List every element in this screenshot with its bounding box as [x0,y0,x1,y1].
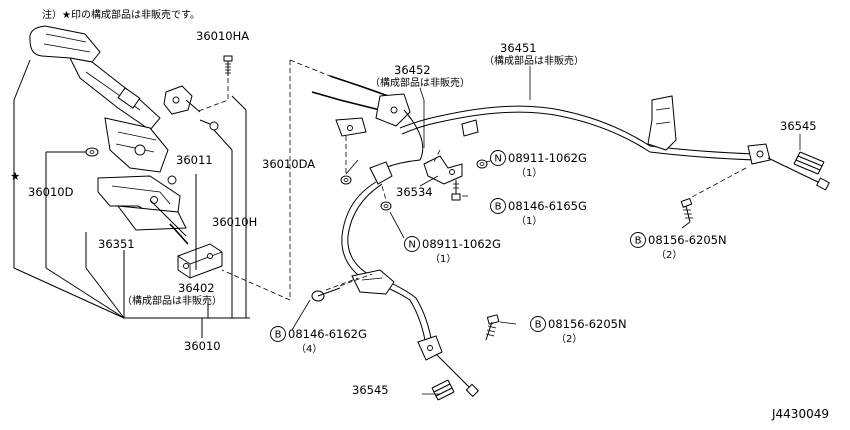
callout-b4-qty: （4） [296,343,322,355]
bracket-36534-leader-dash [433,149,441,163]
envelope-dash-top [289,59,331,77]
callout-b1-letter: B [495,202,502,213]
callout-b2-letter: B [635,236,642,247]
callout-b1-part: 08146-6165G [508,199,587,213]
callout-b2: B 08156-6205N （2） [630,232,727,261]
label-36402: 36402 [178,281,215,295]
nut-08911-lower [380,201,392,211]
callout-n1-qty: （1） [516,167,542,179]
label-leaders [291,66,801,395]
label-36010d: 36010D [28,185,74,199]
label-36451-sub: （構成部品は非販売） [484,54,584,67]
label-36452: 36452 [394,63,431,77]
callout-b3: B 08156-6205N （2） [530,316,627,345]
non-sale-note: 注）★印の構成部品は非販売です。 [42,8,200,21]
hand-brake-lever [29,25,189,245]
callout-n2-part: 08911-1062G [422,237,501,251]
label-36545-top: 36545 [780,119,817,133]
label-36451: 36451 [500,41,537,55]
label-36545-bottom: 36545 [352,383,389,397]
rear-cable-36451 [399,95,830,191]
bolt-08146-6162g [311,287,341,302]
spring-36545-bottom [431,379,455,401]
callout-n1-letter: N [494,154,501,165]
label-36351: 36351 [98,237,135,251]
callout-b4-part: 08146-6162G [288,327,367,341]
bracket-36534 [423,155,463,185]
spring-36545-top [793,151,825,175]
lever-assembly-bracket [13,59,250,338]
label-36402-sub: （構成部品は非販売） [122,294,222,307]
bolt-08146-6165g [451,180,461,201]
callout-n1: N 08911-1062G （1） [490,150,587,179]
callout-b1: B 08146-6165G （1） [490,198,587,227]
washer-36010d [85,147,99,157]
label-36011: 36011 [176,153,213,167]
callout-b2-part: 08156-6205N [648,233,727,247]
spring-leader-dash [689,167,747,199]
bolt-08156-6205n-lower [485,314,500,341]
callout-n1-part: 08911-1062G [508,151,587,165]
callout-b3-part: 08156-6205N [548,317,627,331]
callout-b2-qty: （2） [656,249,682,261]
bolt-leader-dash [195,78,229,113]
label-36010ha: 36010HA [196,29,249,43]
callout-b1-qty: （1） [516,215,542,227]
label-36010h: 36010H [212,215,257,229]
envelope-dash-left [221,60,291,301]
callout-b4-letter: B [275,330,282,341]
callout-n2-letter: N [408,240,415,251]
labels: 36010HA 36011 36010H 36010D 36351 36402 … [10,29,829,421]
bolt-08156-6205n-right [680,197,693,223]
nut-08911-upper [476,159,488,169]
bolt-36010h [199,119,219,131]
lower-cable [341,161,480,398]
label-36534: 36534 [396,185,433,199]
label-36010da: 36010DA [262,157,315,171]
callout-b3-qty: （2） [556,333,582,345]
ratchet-bracket [163,85,201,115]
equalizer-36402 [177,243,223,279]
callout-n2-qty: （1） [430,253,456,265]
callout-b4: B 08146-6162G （4） [270,326,367,355]
nut-lower-leader-dash [381,185,387,201]
front-cable-36452 [311,75,424,169]
label-36452-sub: （構成部品は非販売） [370,76,470,89]
bolt-lower-leader-dash [325,273,373,291]
diagram-code: J4430049 [771,407,829,421]
nut-36010da [340,175,352,185]
label-36010: 36010 [184,339,221,353]
not-sold-star: ★ [10,169,20,183]
callout-n2: N 08911-1062G （1） [404,236,501,265]
bolt-36010ha [223,55,233,76]
callout-b3-letter: B [535,320,542,331]
